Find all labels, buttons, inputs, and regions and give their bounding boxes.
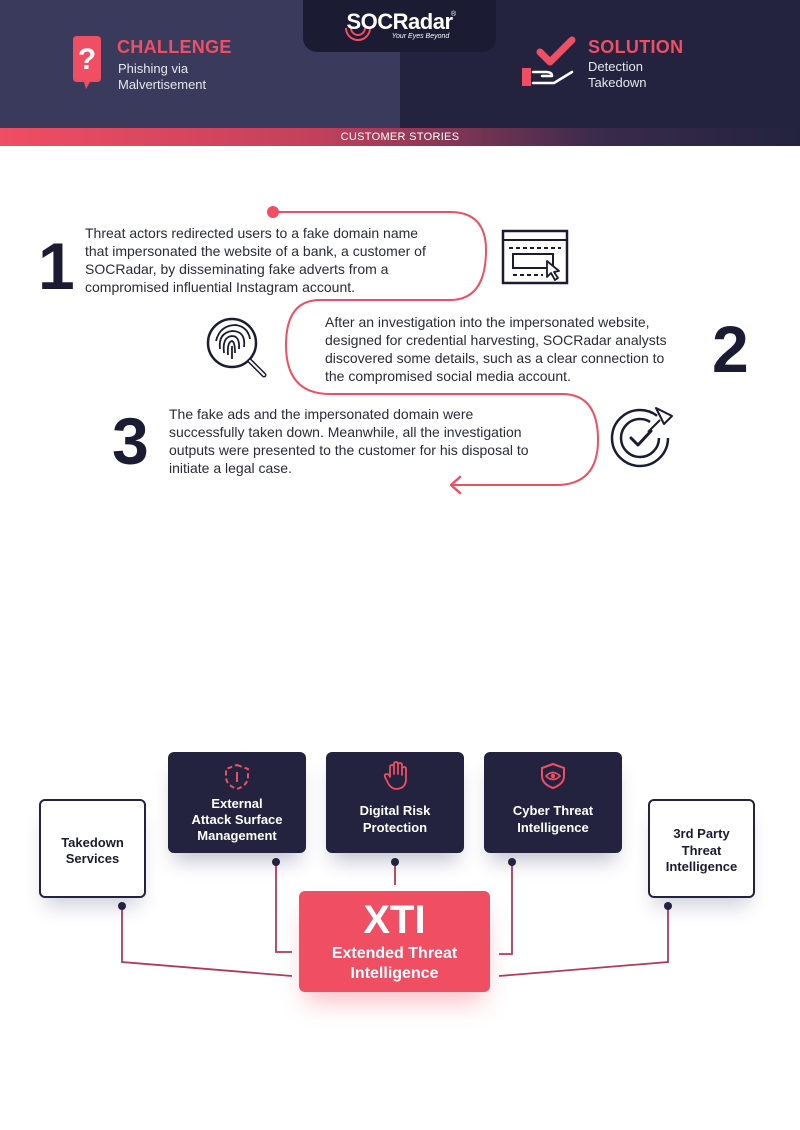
step-2-line: designed for credential harvesting, SOCR… xyxy=(325,332,667,348)
eye-shield-icon xyxy=(541,762,565,790)
module-label: Protection xyxy=(362,820,428,835)
step-number-2: 2 xyxy=(712,312,749,386)
brand-registered-mark: ® xyxy=(451,11,457,18)
solution-line-1: Detection xyxy=(588,59,643,74)
module-label: Services xyxy=(65,851,120,866)
step-3-line: successfully taken down. Meanwhile, all … xyxy=(169,424,522,440)
module-label: Threat xyxy=(681,843,722,858)
module-label: 3rd Party xyxy=(673,826,730,841)
module-easm: External Attack Surface Management xyxy=(168,752,306,853)
shield-icon xyxy=(225,763,249,791)
step-3-line: The fake ads and the impersonated domain… xyxy=(169,406,474,422)
xti-subtitle-line-1: Extended Threat xyxy=(331,945,458,962)
fingerprint-search-icon xyxy=(206,317,267,378)
hand-icon xyxy=(383,761,407,790)
xti-hub: XTI Extended Threat Intelligence xyxy=(299,891,490,992)
module-label: Intelligence xyxy=(517,820,589,835)
module-takedown-services: Takedown Services xyxy=(39,799,146,898)
step-3-line: initiate a legal case. xyxy=(169,460,292,476)
step-1-line: compromised influential Instagram accoun… xyxy=(85,279,356,295)
step-1-line: that impersonated the website of a bank,… xyxy=(85,243,426,259)
question-bubble-icon: ? xyxy=(73,36,101,89)
brand-logo: SOCRadar ® Your Eyes Beyond xyxy=(303,0,496,52)
step-2-line: After an investigation into the imperson… xyxy=(325,314,650,330)
radar-logo-mark xyxy=(345,27,371,41)
story-flow-path xyxy=(267,206,600,495)
step-1-line: SOCRadar, by disseminating fake adverts … xyxy=(85,261,389,277)
brand-name: SOCRadar xyxy=(346,9,453,34)
brand-tagline: Your Eyes Beyond xyxy=(391,33,450,40)
challenge-line-1: Phishing via xyxy=(118,61,189,76)
module-digital-risk-protection: Digital Risk Protection xyxy=(326,752,464,853)
solution-line-2: Takedown xyxy=(588,75,647,90)
step-number-3: 3 xyxy=(112,404,149,478)
target-check-icon xyxy=(610,407,673,468)
step-2-line: the compromised social media account. xyxy=(325,368,571,384)
header-banner: ? CHALLENGE Phishing via Malvertisement … xyxy=(0,0,800,128)
step-2-line: discovered some details, such as a clear… xyxy=(325,350,665,366)
step-number-1: 1 xyxy=(38,229,75,303)
challenge-line-2: Malvertisement xyxy=(118,77,207,92)
xti-subtitle-line-2: Intelligence xyxy=(350,965,439,982)
xti-title: XTI xyxy=(363,898,426,942)
module-label: Management xyxy=(197,828,277,843)
browser-cursor-icon xyxy=(501,229,569,285)
challenge-title: CHALLENGE xyxy=(117,37,232,57)
flow-arrow-head xyxy=(449,475,462,495)
module-third-party-threat-intelligence: 3rd Party Threat Intelligence xyxy=(648,799,755,898)
step-1-line: Threat actors redirected users to a fake… xyxy=(85,225,419,241)
module-label: Attack Surface xyxy=(191,812,283,827)
solution-title: SOLUTION xyxy=(588,37,684,57)
svg-text:?: ? xyxy=(78,43,96,76)
module-label: Intelligence xyxy=(665,859,738,874)
step-3-line: outputs were presented to the customer f… xyxy=(169,442,529,458)
module-label: External xyxy=(211,796,263,811)
check-hand-icon xyxy=(522,36,576,86)
module-label: Digital Risk xyxy=(359,803,431,818)
section-label: CUSTOMER STORIES xyxy=(0,128,800,146)
module-label: Cyber Threat xyxy=(512,803,594,818)
module-label: Takedown xyxy=(61,835,124,850)
flow-start-dot xyxy=(267,206,279,218)
module-cyber-threat-intelligence: Cyber Threat Intelligence xyxy=(484,752,622,853)
